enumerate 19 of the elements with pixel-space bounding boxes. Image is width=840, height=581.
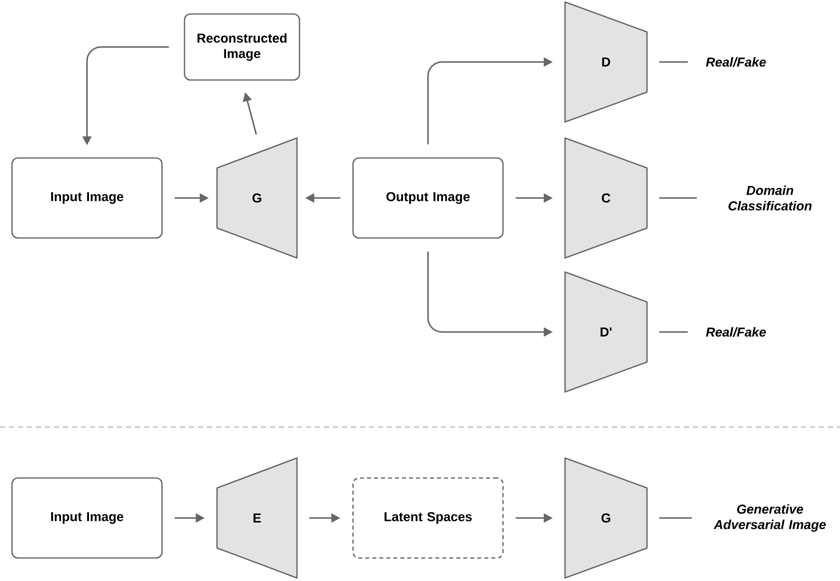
dashed-box: Latent Spaces <box>352 477 504 559</box>
output-label: Domain Classification <box>728 186 812 210</box>
process-box: Reconstructed Image <box>184 13 300 81</box>
connector-line <box>659 197 697 199</box>
connector-line <box>659 517 692 519</box>
output-label: Generative Adversarial Image <box>714 504 826 532</box>
network-block: G <box>216 137 298 259</box>
process-box: Output Image <box>352 157 504 239</box>
network-block: D' <box>564 271 648 393</box>
output-label: Real/Fake <box>706 57 766 67</box>
process-box: Input Image <box>11 157 163 239</box>
connector-line <box>659 61 688 63</box>
network-block: D <box>564 1 648 123</box>
network-block: C <box>564 137 648 259</box>
network-block: G <box>564 457 648 579</box>
process-box: Input Image <box>11 477 163 559</box>
output-label: Real/Fake <box>706 327 766 337</box>
network-block: E <box>216 457 298 579</box>
connector-line <box>659 331 688 333</box>
